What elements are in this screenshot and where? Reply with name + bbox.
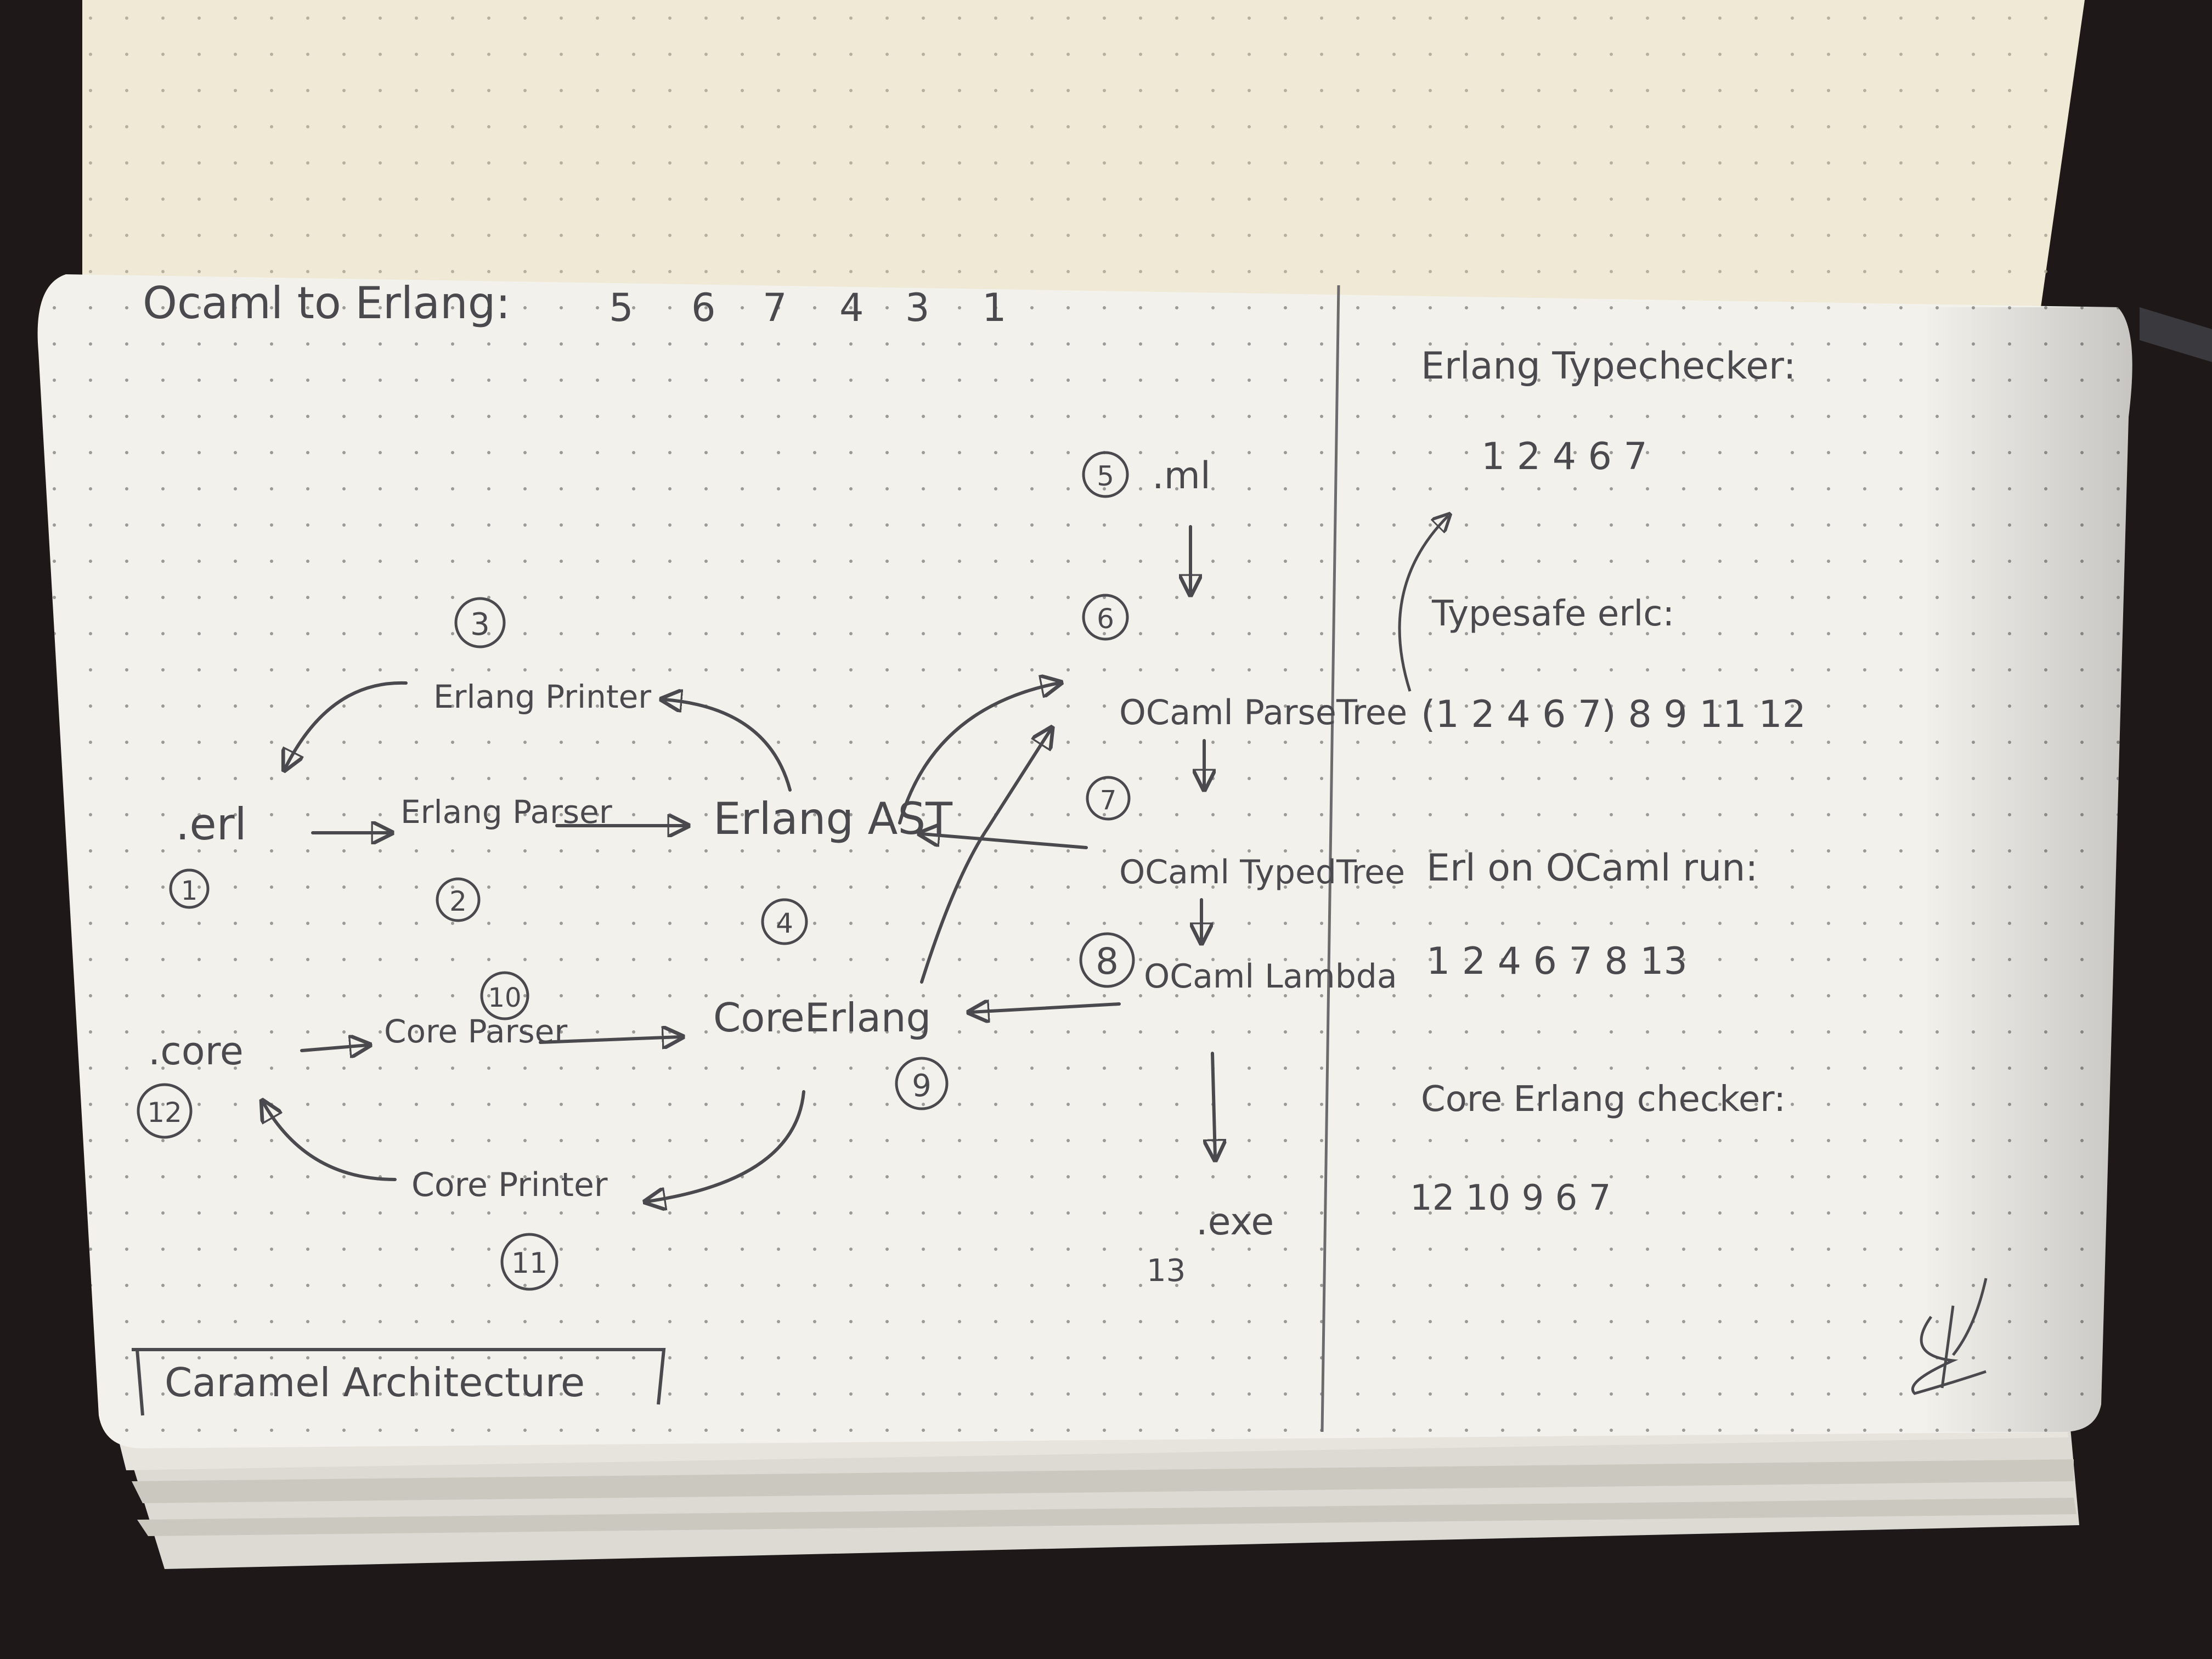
number-badge <box>895 1057 949 1110</box>
arrow-printer-to-erl <box>285 681 408 768</box>
arrow-coreerlang-to-parsetree <box>920 730 1051 984</box>
arrow-coreprinter-to-core <box>263 1103 397 1181</box>
section-values: 1 2 4 6 7 8 13 <box>1426 940 1688 983</box>
node-number: 9 <box>912 1068 932 1104</box>
arrow-coreerlang-to-coreprinter <box>647 1090 805 1201</box>
node-core: .core 12 <box>137 1029 244 1139</box>
number-badge <box>1079 932 1135 988</box>
node-label: .exe <box>1196 1200 1274 1244</box>
number-badge <box>500 1233 558 1291</box>
node-label: .ml <box>1152 454 1211 498</box>
arrow-lambda-to-exe <box>1212 1052 1215 1158</box>
ribbon-bookmark <box>2140 307 2212 362</box>
node-number: 12 <box>147 1097 182 1128</box>
number-badge <box>454 597 506 648</box>
node-number: 8 <box>1096 940 1119 983</box>
number-badge <box>137 1083 193 1139</box>
section-core-erlang-checker: Core Erlang checker: 12 10 9 6 7 <box>1410 1079 1786 1218</box>
node-number: 11 <box>511 1247 548 1280</box>
section-values: 12 10 9 6 7 <box>1410 1178 1611 1218</box>
arrow-core-to-coreparser <box>300 1045 368 1051</box>
node-label: Erlang Printer <box>433 678 651 715</box>
node-number: 7 <box>1100 785 1117 816</box>
node-label: OCaml TypedTree <box>1119 853 1405 891</box>
node-label: .erl <box>176 799 247 850</box>
node-number: 4 <box>776 907 793 939</box>
section-heading: Typesafe erlc: <box>1431 594 1674 634</box>
number-badge <box>436 877 481 922</box>
section-erlang-typechecker: Erlang Typechecker: 1 2 4 6 7 <box>1421 345 1796 478</box>
section-heading: Erl on OCaml run: <box>1426 847 1758 890</box>
bracket-arrow <box>1398 516 1448 692</box>
arrow-ast-to-printer <box>664 699 792 792</box>
node-number: 13 <box>1147 1253 1186 1289</box>
node-exe: .exe 13 <box>1147 1200 1274 1289</box>
arrow-typedtree-to-ast <box>922 834 1088 849</box>
diagram-arrows <box>263 525 1215 1201</box>
node-label: OCaml Lambda <box>1144 957 1397 996</box>
section-values: 1 2 4 6 7 <box>1481 435 1647 478</box>
section-values: (1 2 4 6 7) 8 9 11 12 <box>1421 693 1806 736</box>
section-heading: Core Erlang checker: <box>1421 1079 1786 1120</box>
node-ocaml-lambda: 8 OCaml Lambda <box>1079 932 1397 996</box>
number-badge <box>1082 594 1129 641</box>
main-page <box>37 274 2132 1448</box>
header-step: 4 <box>839 285 864 330</box>
number-badge <box>169 868 210 909</box>
number-badge <box>1082 451 1129 498</box>
caption-box: Caramel Architecture <box>132 1348 666 1416</box>
number-badge <box>1086 776 1131 821</box>
node-label: Core Printer <box>411 1166 608 1204</box>
header: Ocaml to Erlang: 5 6 7 4 3 1 <box>143 278 1007 330</box>
architecture-diagram: .erl 1 Erlang Parser 2 3 Erlang Printer … <box>137 451 1407 1291</box>
header-step: 7 <box>763 285 787 330</box>
node-erlang-ast: Erlang AST 4 <box>713 793 953 945</box>
node-number: 1 <box>181 876 198 906</box>
node-ocaml-typedtree: 7 OCaml TypedTree <box>1086 776 1405 891</box>
node-number: 10 <box>488 983 521 1013</box>
caption-text: Caramel Architecture <box>165 1359 585 1406</box>
node-core-parser: Core Parser 10 <box>384 971 567 1050</box>
node-number: 3 <box>470 607 490 642</box>
arrow-lambda-to-coreerlang <box>971 1004 1121 1012</box>
node-core-printer: Core Printer 11 <box>411 1166 608 1291</box>
number-badge <box>761 898 808 945</box>
node-label: Core Parser <box>384 1013 567 1050</box>
header-step: 3 <box>905 285 930 330</box>
divider-line <box>1321 285 1340 1432</box>
top-page <box>82 0 2085 307</box>
section-heading: Erlang Typechecker: <box>1421 345 1796 388</box>
node-erlang-printer: 3 Erlang Printer <box>433 597 651 715</box>
node-number: 6 <box>1097 603 1114 635</box>
header-step: 5 <box>609 285 634 330</box>
node-label: Erlang AST <box>713 793 953 844</box>
node-label: CoreErlang <box>713 995 931 1041</box>
header-step: 1 <box>982 285 1007 330</box>
node-core-erlang: CoreErlang 9 <box>713 995 949 1110</box>
node-erl: .erl 1 <box>169 799 247 909</box>
node-number: 2 <box>449 885 467 917</box>
arrow-coreparser-to-coreerlang <box>539 1037 680 1042</box>
header-title: Ocaml to Erlang: <box>143 278 510 329</box>
number-badge <box>480 971 529 1020</box>
node-label: .core <box>148 1029 244 1074</box>
node-ml: 5 .ml <box>1082 451 1211 498</box>
signature-scribble <box>1911 1278 1988 1395</box>
node-label: OCaml ParseTree <box>1119 692 1407 732</box>
arrow-ast-to-parsetree <box>898 683 1059 825</box>
section-erl-on-ocaml-run: Erl on OCaml run: 1 2 4 6 7 8 13 <box>1426 847 1758 983</box>
right-column: Erlang Typechecker: 1 2 4 6 7 Typesafe e… <box>1398 345 1988 1395</box>
node-number: 5 <box>1097 460 1114 492</box>
header-step: 6 <box>691 285 716 330</box>
node-ocaml-parsetree: 6 OCaml ParseTree <box>1082 594 1407 732</box>
section-typesafe-erlc: Typesafe erlc: (1 2 4 6 7) 8 9 11 12 <box>1421 594 1806 736</box>
